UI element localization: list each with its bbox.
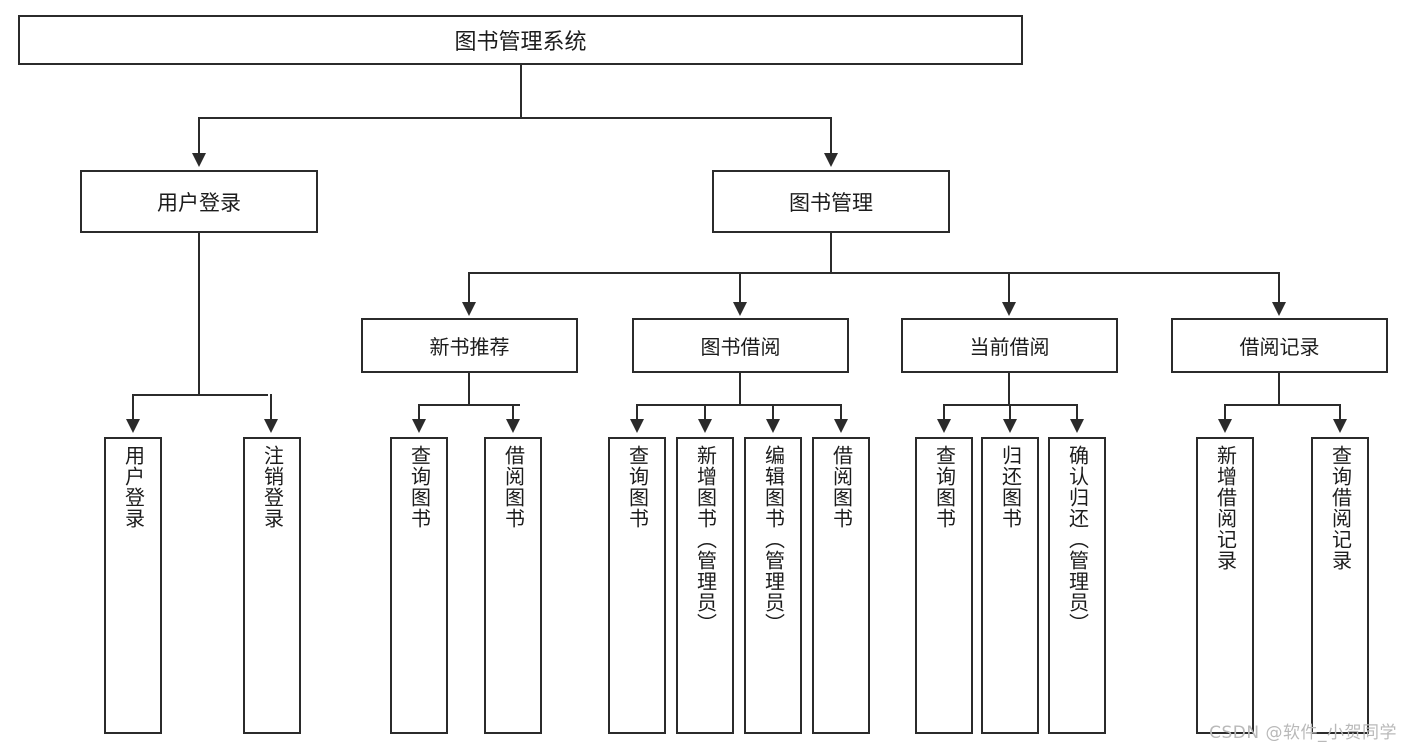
- edge-new-book-to-child-1: [418, 404, 420, 421]
- edge-record-to-child-1: [1224, 404, 1226, 421]
- node-label: 借阅图书: [829, 445, 854, 529]
- arrowhead-cb-child-2: [1003, 419, 1017, 433]
- edge-new-book-to-child-2: [512, 404, 514, 421]
- node-root-book-management-system[interactable]: 图书管理系统: [18, 15, 1023, 65]
- arrowhead-borrow-child-3: [766, 419, 780, 433]
- edge-record-to-child-2: [1339, 404, 1341, 421]
- node-label: 借阅图书: [501, 445, 526, 529]
- node-borrow-record[interactable]: 借阅记录: [1171, 318, 1388, 373]
- edge-borrow-to-child-4: [840, 404, 842, 421]
- node-label: 查询图书: [625, 445, 650, 529]
- arrowhead-cb-child-3: [1070, 419, 1084, 433]
- arrowhead-borrow-child-2: [698, 419, 712, 433]
- arrowhead-new-book: [462, 302, 476, 316]
- edge-book-management-stem: [830, 233, 832, 273]
- node-label: 查询借阅记录: [1328, 445, 1353, 571]
- edge-current-borrow-stem: [1008, 373, 1010, 405]
- leaf-user-login-signout[interactable]: 注销登录: [243, 437, 301, 734]
- edge-root-bus: [198, 117, 832, 119]
- edge-user-login-stem: [198, 233, 200, 395]
- leaf-new-book-query[interactable]: 查询图书: [390, 437, 448, 734]
- node-label: 新书推荐: [429, 335, 510, 359]
- node-current-borrow[interactable]: 当前借阅: [901, 318, 1118, 373]
- edge-borrow-to-child-1: [636, 404, 638, 421]
- arrowhead-record: [1272, 302, 1286, 316]
- leaf-new-book-borrow[interactable]: 借阅图书: [484, 437, 542, 734]
- edge-new-book-bus: [418, 404, 520, 406]
- edge-cb-to-child-3: [1076, 404, 1078, 421]
- node-label: 编辑图书（管理员）: [761, 445, 786, 634]
- node-label: 确认归还（管理员）: [1065, 445, 1090, 634]
- arrowhead-user-login-child-2: [264, 419, 278, 433]
- arrowhead-borrow: [733, 302, 747, 316]
- node-label: 图书管理系统: [454, 30, 587, 55]
- leaf-borrow-query-book[interactable]: 查询图书: [608, 437, 666, 734]
- node-label: 用户登录: [157, 190, 241, 215]
- arrowhead-borrow-child-1: [630, 419, 644, 433]
- leaf-record-add-borrow-record[interactable]: 新增借阅记录: [1196, 437, 1254, 734]
- node-label: 查询图书: [407, 445, 432, 529]
- edge-user-login-bus: [132, 394, 268, 396]
- edge-borrow-bus: [636, 404, 841, 406]
- leaf-current-borrow-confirm-return-admin[interactable]: 确认归还（管理员）: [1048, 437, 1106, 734]
- arrowhead-cb-child-1: [937, 419, 951, 433]
- edge-cb-to-child-2: [1009, 404, 1011, 421]
- arrowhead-record-child-1: [1218, 419, 1232, 433]
- node-label: 查询图书: [932, 445, 957, 529]
- arrowhead-user-login-child-1: [126, 419, 140, 433]
- edge-book-management-bus: [468, 272, 1280, 274]
- edge-record-stem: [1278, 373, 1280, 405]
- leaf-borrow-add-book-admin[interactable]: 新增图书（管理员）: [676, 437, 734, 734]
- arrowhead-record-child-2: [1333, 419, 1347, 433]
- node-label: 图书借阅: [700, 335, 781, 359]
- edge-root-to-user-login: [198, 117, 200, 155]
- edge-user-login-to-child-2: [270, 394, 272, 421]
- node-label: 借阅记录: [1239, 335, 1320, 359]
- node-new-book-recommend[interactable]: 新书推荐: [361, 318, 578, 373]
- arrowhead-new-book-child-1: [412, 419, 426, 433]
- csdn-watermark: CSDN @软件_小贺同学: [1209, 723, 1397, 743]
- edge-cb-to-child-1: [943, 404, 945, 421]
- edge-borrow-stem: [739, 373, 741, 405]
- leaf-borrow-edit-book-admin[interactable]: 编辑图书（管理员）: [744, 437, 802, 734]
- arrowhead-borrow-child-4: [834, 419, 848, 433]
- leaf-user-login-signin[interactable]: 用户登录: [104, 437, 162, 734]
- arrowhead-user-login: [192, 153, 206, 167]
- node-label: 新增图书（管理员）: [693, 445, 718, 634]
- edge-bm-to-record: [1278, 272, 1280, 304]
- edge-borrow-to-child-2: [704, 404, 706, 421]
- node-book-borrow[interactable]: 图书借阅: [632, 318, 849, 373]
- edge-bm-to-borrow: [739, 272, 741, 304]
- node-label: 用户登录: [121, 445, 146, 529]
- arrowhead-book-management: [824, 153, 838, 167]
- edge-new-book-stem: [468, 373, 470, 405]
- edge-root-to-book-management: [830, 117, 832, 155]
- edge-record-bus: [1224, 404, 1340, 406]
- node-label: 当前借阅: [969, 335, 1050, 359]
- node-book-management[interactable]: 图书管理: [712, 170, 950, 233]
- node-label: 新增借阅记录: [1213, 445, 1238, 571]
- leaf-current-borrow-query-book[interactable]: 查询图书: [915, 437, 973, 734]
- edge-bm-to-current-borrow: [1008, 272, 1010, 304]
- edge-root-stem: [520, 65, 522, 118]
- leaf-current-borrow-return-book[interactable]: 归还图书: [981, 437, 1039, 734]
- node-label: 图书管理: [789, 190, 873, 215]
- edge-user-login-to-child-1: [132, 394, 134, 421]
- leaf-record-query-borrow-record[interactable]: 查询借阅记录: [1311, 437, 1369, 734]
- node-label: 归还图书: [998, 445, 1023, 529]
- leaf-borrow-borrow-book[interactable]: 借阅图书: [812, 437, 870, 734]
- node-user-login[interactable]: 用户登录: [80, 170, 318, 233]
- edge-borrow-to-child-3: [772, 404, 774, 421]
- arrowhead-current-borrow: [1002, 302, 1016, 316]
- arrowhead-new-book-child-2: [506, 419, 520, 433]
- edge-bm-to-new-book: [468, 272, 470, 304]
- node-label: 注销登录: [260, 445, 285, 529]
